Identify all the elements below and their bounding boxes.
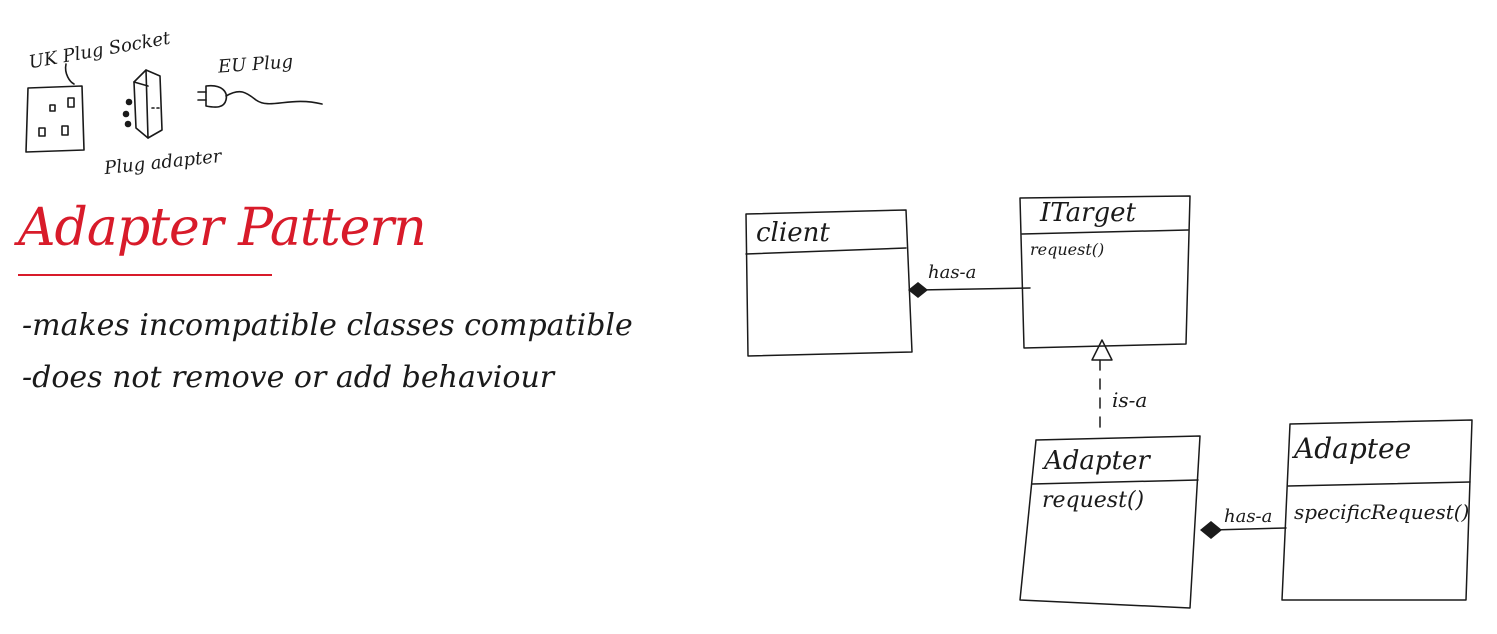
client-class-name: client — [756, 218, 830, 248]
adapter-class-name: Adapter — [1044, 446, 1150, 476]
adaptee-class-name: Adaptee — [1294, 432, 1412, 465]
adapter-method: request() — [1042, 488, 1145, 513]
socket-hole — [49, 104, 56, 112]
client-class-box — [745, 209, 913, 357]
adapter-adaptee-relation-label: has-a — [1224, 506, 1273, 527]
composition-diamond — [908, 282, 928, 298]
adapter-class-box — [1019, 435, 1201, 609]
note-bullet: -does not remove or add behaviour — [22, 360, 555, 395]
socket-hole — [67, 97, 75, 108]
adapter-itarget-relation-label: is-a — [1112, 388, 1148, 412]
note-bullet: -makes incompatible classes compatible — [22, 308, 633, 343]
title-underline — [18, 274, 272, 276]
itarget-method: request() — [1030, 240, 1105, 259]
adapter-adaptee-line — [1211, 527, 1287, 531]
plug-sketch — [25, 63, 323, 153]
inheritance-arrow — [1091, 339, 1113, 361]
socket-hole — [61, 125, 69, 136]
itarget-class-box — [1019, 195, 1191, 349]
client-itarget-line — [917, 287, 1031, 291]
uml-diagram — [745, 195, 1473, 609]
socket-pointer — [64, 63, 75, 85]
uk-socket-shape — [25, 85, 85, 153]
client-itarget-relation-label: has-a — [928, 262, 977, 283]
socket-hole — [38, 127, 46, 137]
eu-plug-shape — [205, 84, 228, 108]
composition-diamond — [1200, 521, 1222, 539]
eu-plug-cable — [225, 90, 323, 105]
page-title: Adapter Pattern — [18, 198, 427, 258]
itarget-class-name: ITarget — [1040, 198, 1137, 228]
adaptee-method: specificRequest() — [1294, 500, 1470, 524]
adaptee-class-box — [1281, 419, 1473, 601]
